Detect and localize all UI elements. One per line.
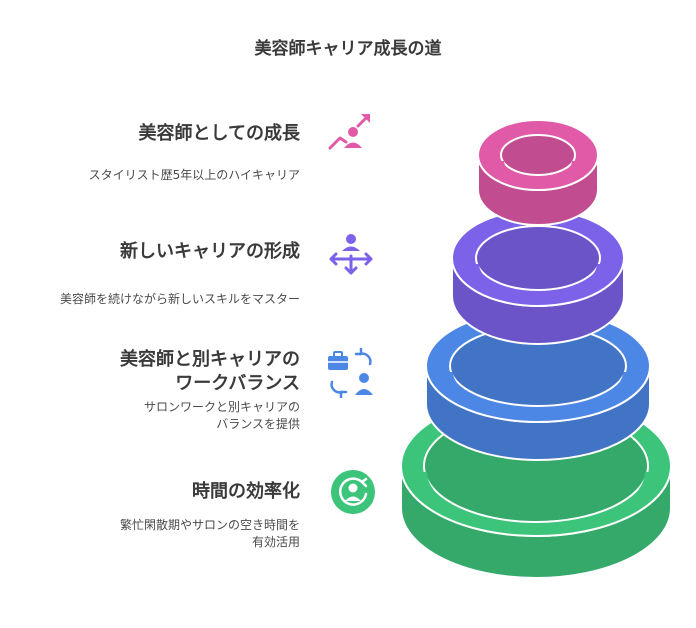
- step-3-heading-line-2: ワークバランス: [175, 373, 300, 394]
- step-4-description: 繁忙閑散期やサロンの空き時間を 有効活用: [120, 517, 300, 551]
- step-4-description-line-1: 繁忙閑散期やサロンの空き時間を: [119, 518, 300, 532]
- step-3-heading-line-1: 美容師と別キャリアの: [120, 349, 300, 370]
- step-4-heading-line-1: 時間の効率化: [192, 481, 300, 502]
- person-directions-icon: [329, 234, 373, 275]
- step-3-description-line-1: サロンワークと別キャリアの: [143, 400, 300, 414]
- stacked-rings-diagram: [400, 119, 672, 579]
- time-cycle-person-icon: [331, 470, 375, 514]
- growth-person-arrow-icon: [328, 114, 370, 150]
- step-1-heading-line-1: 美容師としての成長: [138, 123, 300, 144]
- ring-2: [451, 209, 625, 345]
- step-1-description-line-1: スタイリスト歴5年以上のハイキャリア: [88, 168, 300, 182]
- step-3-description-line-2: バランスを提供: [216, 417, 300, 431]
- step-3-description: サロンワークと別キャリアの バランスを提供: [144, 399, 300, 433]
- briefcase-swap-icon: [328, 348, 373, 398]
- step-1-description: スタイリスト歴5年以上のハイキャリア: [89, 167, 300, 184]
- step-2-description-line-1: 美容師を続けながら新しいスキルをマスター: [59, 292, 300, 306]
- page-title: 美容師キャリア成長の道: [254, 39, 442, 59]
- step-4-heading: 時間の効率化: [192, 480, 300, 504]
- step-1-heading: 美容師としての成長: [139, 122, 300, 146]
- step-2-description: 美容師を続けながら新しいスキルをマスター: [60, 291, 300, 308]
- step-4-description-line-2: 有効活用: [251, 535, 300, 549]
- step-2-heading-line-1: 新しいキャリアの形成: [120, 241, 300, 262]
- step-3-heading: 美容師と別キャリアの ワークバランス: [120, 348, 300, 396]
- step-2-heading: 新しいキャリアの形成: [120, 240, 300, 264]
- ring-1: [477, 119, 599, 226]
